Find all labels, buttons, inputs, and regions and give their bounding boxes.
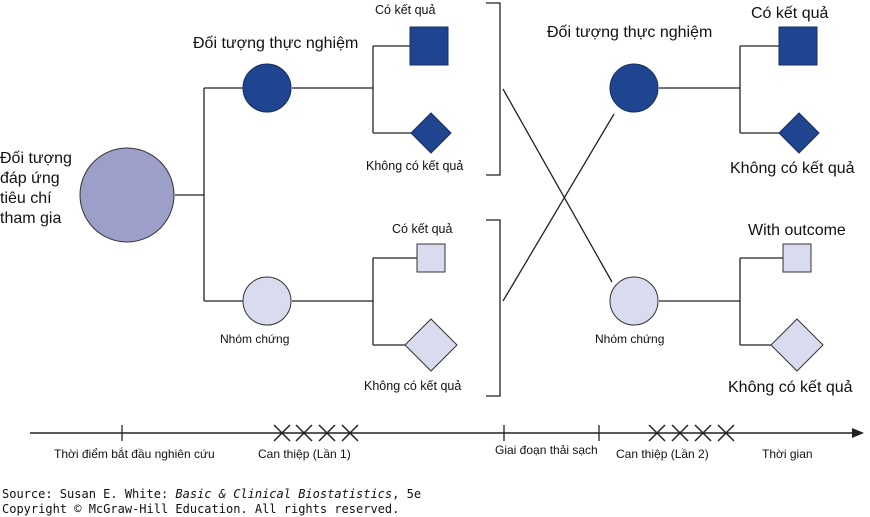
right-experimental-label: Đối tượng thực nghiệm (547, 24, 712, 41)
source-credit: Source: Susan E. White: Basic & Clinical… (2, 487, 421, 517)
population-label-line-4: tham gia (0, 210, 61, 227)
left-ctl-outcome-no-label: Không có kết quả (364, 379, 461, 393)
left-ctl-outcome-square (416, 243, 446, 273)
copyright-line: Copyright © McGraw-Hill Education. All r… (2, 502, 400, 516)
left-control-label: Nhóm chứng (220, 332, 289, 346)
left-exp-no-outcome-diamond (410, 112, 452, 154)
timeline-study-start-label: Thời điểm bắt đầu nghiên cứu (54, 446, 215, 461)
left-ctl-no-outcome-diamond (404, 318, 458, 372)
right-ctl-no-outcome-diamond (770, 318, 824, 372)
right-ctl-outcome-square (782, 243, 812, 273)
left-exp-outcome-no-label: Không có kết quả (366, 159, 463, 173)
right-ctl-outcome-no-label: Không có kết quả (728, 379, 853, 396)
left-experimental-label: Đối tượng thực nghiệm (193, 35, 358, 52)
timeline-ticks (121, 425, 600, 441)
timeline-time-label: Thời gian (762, 447, 813, 461)
right-exp-outcome-no-label: Không có kết quả (730, 160, 855, 177)
population-label-line-2: đáp ứng (0, 170, 60, 187)
intervention-2-markers (648, 424, 735, 442)
right-control-circle (609, 276, 659, 326)
eligible-population-circle (79, 147, 175, 243)
right-control-label: Nhóm chứng (595, 332, 664, 346)
source-book-title: Basic & Clinical Biostatistics (175, 487, 393, 501)
right-exp-outcome-yes-label: Có kết quả (751, 5, 828, 22)
left-exp-outcome-yes-label: Có kết quả (375, 3, 436, 17)
source-prefix: Source: Susan E. White: (2, 487, 176, 501)
crossover-lines (502, 88, 615, 302)
left-experimental-circle (242, 63, 292, 113)
intervention-1-markers (273, 424, 359, 442)
right-ctl-outcome-yes-label: With outcome (748, 222, 846, 239)
left-control-circle (242, 276, 292, 326)
right-experimental-circle (609, 63, 659, 113)
right-exp-outcome-square (778, 26, 818, 66)
timeline-intervention-1-label: Can thiệp (Lần 1) (258, 447, 351, 461)
right-tree-connectors (659, 45, 783, 346)
left-exp-outcome-square (409, 26, 449, 66)
timeline-washout-label: Giai đoạn thải sạch (495, 443, 598, 457)
left-ctl-outcome-yes-label: Có kết quả (392, 222, 453, 236)
left-tree-connectors (175, 2, 501, 397)
timeline-intervention-2-label: Can thiệp (Lần 2) (616, 447, 709, 461)
population-label-line-1: Đối tượng (0, 150, 72, 167)
source-line: Source: Susan E. White: Basic & Clinical… (2, 487, 421, 502)
right-exp-no-outcome-diamond (778, 112, 820, 154)
source-edition: , 5e (392, 487, 422, 501)
population-label-line-3: tiêu chí (0, 190, 52, 207)
